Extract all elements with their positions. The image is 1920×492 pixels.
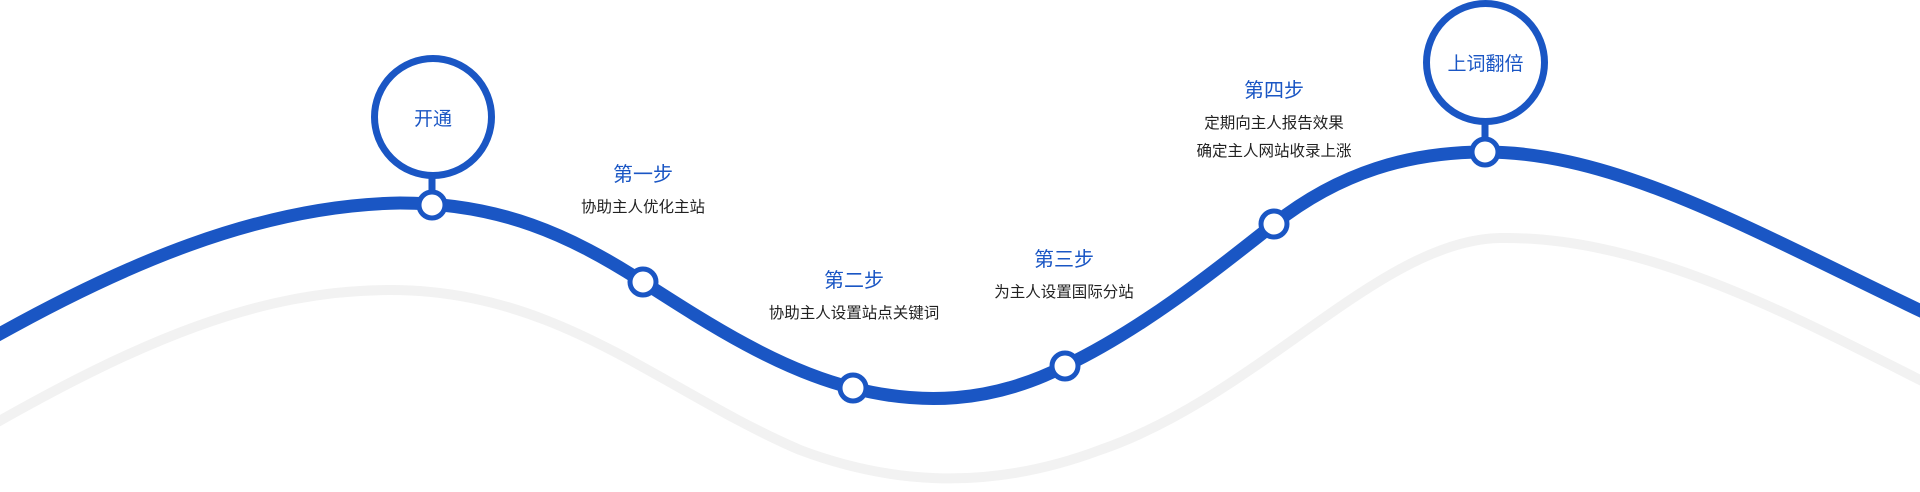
step-3-node: [1049, 350, 1081, 382]
step-4-desc-line-1: 定期向主人报告效果: [1204, 114, 1344, 132]
step-2-node: [837, 372, 869, 404]
step-1-node: [627, 266, 659, 298]
step-4-node: [1258, 208, 1290, 240]
end-label: 上词翻倍: [1447, 53, 1524, 75]
step-3: 第三步 为主人设置国际分站: [994, 246, 1134, 306]
step-2-title: 第二步: [823, 268, 884, 292]
step-4: 第四步 定期向主人报告效果 确定主人网站收录上涨: [1196, 77, 1351, 165]
end-node: [1469, 136, 1501, 168]
background-wave: [0, 232, 1920, 484]
step-1: 第一步 协助主人优化主站: [581, 161, 705, 221]
progress-wave: [0, 145, 1920, 406]
start-label: 开通: [413, 107, 452, 130]
start-circle: 开通: [371, 55, 495, 179]
step-4-title: 第四步: [1243, 78, 1304, 102]
step-4-desc-line-2: 确定主人网站收录上涨: [1196, 142, 1352, 160]
step-2: 第二步 协助主人设置站点关键词: [769, 267, 940, 327]
step-3-title: 第三步: [1033, 247, 1094, 271]
start-node: [416, 189, 448, 221]
end-circle: 上词翻倍: [1423, 0, 1548, 125]
step-1-desc: 协助主人优化主站: [580, 198, 706, 216]
step-1-title: 第一步: [612, 162, 673, 186]
step-2-desc: 协助主人设置站点关键词: [768, 304, 940, 322]
step-3-desc: 为主人设置国际分站: [994, 283, 1134, 301]
